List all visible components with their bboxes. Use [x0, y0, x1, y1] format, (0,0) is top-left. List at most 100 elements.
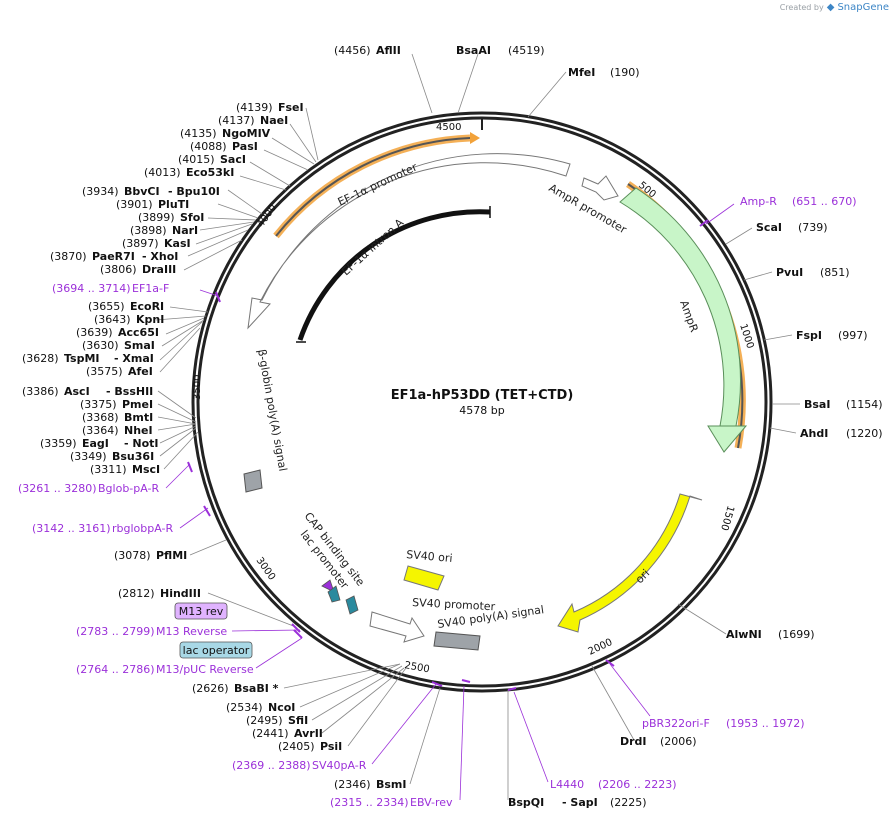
- tick-3000: 3000: [254, 555, 278, 582]
- lac-operator-block: [327, 585, 341, 603]
- primer-range: (651 .. 670): [792, 195, 857, 208]
- primer-name: SV40pA-R: [312, 759, 367, 772]
- ef1a-promoter-arrow: [247, 153, 571, 330]
- site-name: HindIII: [160, 587, 201, 600]
- site-name: PaeR7I: [92, 250, 135, 263]
- primer-name: L4440: [550, 778, 584, 791]
- site-pos: (190): [610, 66, 640, 79]
- site-pos: (3639): [76, 326, 113, 339]
- site-name: AflII: [376, 44, 401, 57]
- site-name: PvuI: [776, 266, 803, 279]
- site-pos: (3368): [82, 411, 119, 424]
- site-pos: (4137): [218, 114, 255, 127]
- site-name: Acc65I: [118, 326, 159, 339]
- site-name: FspI: [796, 329, 822, 342]
- site-pos: (1699): [778, 628, 815, 641]
- primer-name: rbglobpA-R: [112, 522, 173, 535]
- sv40-promoter-arrow: [369, 611, 425, 643]
- created-by-label: Created by: [779, 3, 824, 12]
- snapgene-branding: Created by ◆ SnapGene: [780, 2, 889, 13]
- site-pos: (2346): [334, 778, 371, 791]
- site-name: NheI: [124, 424, 153, 437]
- site-pos: (997): [838, 329, 868, 342]
- tick-3500: 3500: [192, 375, 203, 400]
- cap-binding-site-block: [321, 579, 335, 593]
- site-name: PasI: [232, 140, 258, 153]
- primer-range: (2764 .. 2786): [76, 663, 155, 676]
- site-name: BsaI: [804, 398, 830, 411]
- ampr-promoter-arrow: [581, 175, 619, 201]
- primer-range: (3261 .. 3280): [18, 482, 97, 495]
- site-name: SacI: [220, 153, 246, 166]
- primer-range: (3142 .. 3161): [32, 522, 111, 535]
- primer-name: EF1a-F: [132, 282, 169, 295]
- bglobin-polya-block: [243, 469, 263, 493]
- site-pos: (3386): [22, 385, 59, 398]
- site-name: PluTI: [158, 198, 189, 211]
- site-name-2: - Bpu10I: [168, 185, 220, 198]
- site-name: AhdI: [800, 427, 828, 440]
- site-name: KasI: [164, 237, 191, 250]
- site-pos: (3901): [116, 198, 153, 211]
- site-pos: (3575): [86, 365, 123, 378]
- site-name: BmtI: [124, 411, 153, 424]
- ef1a-intron-label: EF-1α intron A: [339, 216, 406, 278]
- site-name: Eco53kI: [186, 166, 234, 179]
- site-pos: (851): [820, 266, 850, 279]
- ampr-arrowhead: [707, 425, 748, 453]
- plasmid-name: EF1a-hP53DD (TET+CTD): [391, 388, 574, 403]
- tick-1500: 1500: [718, 504, 736, 531]
- site-pos: (4456): [334, 44, 371, 57]
- site-name: MscI: [132, 463, 160, 476]
- sv40-ori-block: [403, 565, 445, 591]
- m13rev-box-label: M13 rev: [179, 605, 224, 618]
- primer-range: (3694 .. 3714): [52, 282, 131, 295]
- site-name: ScaI: [756, 221, 782, 234]
- site-name: SmaI: [124, 339, 155, 352]
- sv40-ori-label: SV40 ori: [406, 548, 453, 565]
- primer-name: M13/pUC Reverse: [156, 663, 254, 676]
- site-name: FseI: [278, 101, 304, 114]
- primer-name: Bglob-pA-R: [98, 482, 160, 495]
- site-name-2: - XhoI: [142, 250, 178, 263]
- site-name-2: - SapI: [562, 796, 598, 809]
- tick-2500: 2500: [403, 660, 430, 675]
- site-name: EagI: [82, 437, 109, 450]
- primer-range: (2369 .. 2388): [232, 759, 311, 772]
- site-pos: (3078): [114, 549, 151, 562]
- site-pos: (2495): [246, 714, 283, 727]
- site-pos: (2405): [278, 740, 315, 753]
- site-labels: (4456) AflII BsaAI (4519) MfeI (190) (41…: [22, 44, 883, 809]
- primer-name: M13 Reverse: [156, 625, 227, 638]
- primer-range: (1953 .. 1972): [726, 717, 805, 730]
- m13rev-box: [174, 602, 228, 620]
- site-pos: (3630): [82, 339, 119, 352]
- site-name: KpnI: [136, 313, 164, 326]
- site-name: DrdI: [620, 735, 647, 748]
- site-pos: (3364): [82, 424, 119, 437]
- site-name: AfeI: [128, 365, 153, 378]
- site-pos: (4139): [236, 101, 273, 114]
- snapgene-logo-icon: ◆: [826, 2, 835, 13]
- site-pos: (2225): [610, 796, 647, 809]
- site-pos: (3643): [94, 313, 131, 326]
- primer-name: Amp-R: [740, 195, 777, 208]
- lac-promoter-block: [345, 595, 359, 615]
- site-pos: (3806): [100, 263, 137, 276]
- site-name: BspQI: [508, 796, 544, 809]
- site-pos: (3628): [22, 352, 59, 365]
- bglobin-polya-label: β-globin poly(A) signal: [255, 348, 289, 472]
- site-name: NarI: [172, 224, 198, 237]
- primer-range: (2315 .. 2334): [330, 796, 409, 809]
- site-name: AvrII: [294, 727, 323, 740]
- site-pos: (739): [798, 221, 828, 234]
- snapgene-brand-label: SnapGene: [837, 2, 889, 13]
- ef1a-intron-arc: [297, 209, 491, 341]
- ori-arrow: [557, 493, 703, 633]
- site-pos: (2441): [252, 727, 289, 740]
- ampr-label: AmpR: [677, 299, 701, 335]
- site-name: BsaBI *: [234, 682, 279, 695]
- site-pos: (1154): [846, 398, 883, 411]
- plasmid-size: 4578 bp: [459, 404, 504, 417]
